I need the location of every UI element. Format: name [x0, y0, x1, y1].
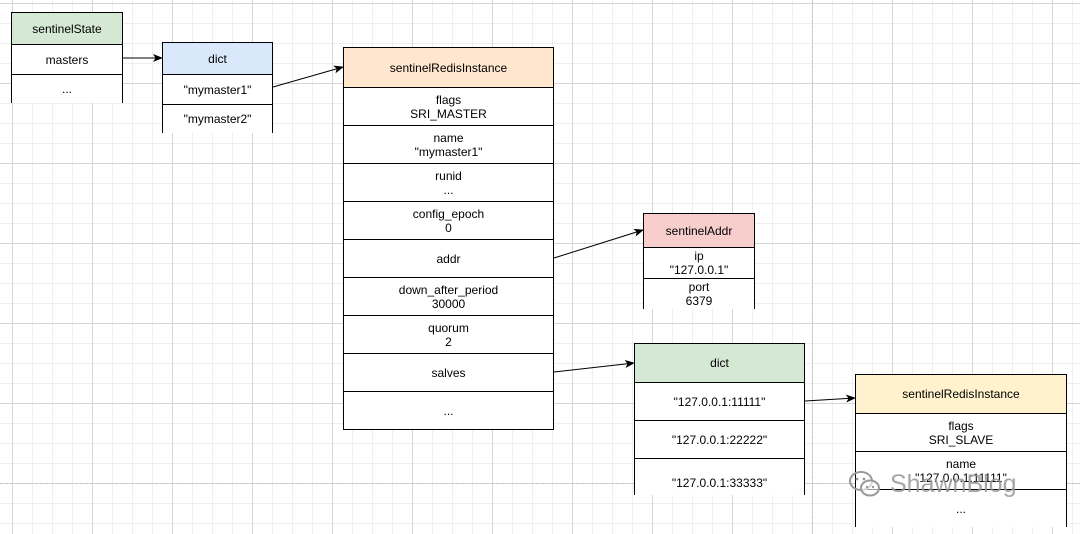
- master-row-runid: runid ...: [344, 163, 553, 201]
- dict-masters-header: dict: [163, 43, 272, 74]
- canvas-guide-horizontal: [0, 483, 1080, 484]
- field-value: "127.0.0.1:11111": [915, 470, 1007, 485]
- field-label: masters: [45, 52, 89, 67]
- field-label: addr: [436, 251, 461, 266]
- master-row-flags: flags SRI_MASTER: [344, 87, 553, 125]
- arrow-mymaster1-to-instance: [272, 65, 344, 88]
- dict-slaves-node[interactable]: dict "127.0.0.1:11111" "127.0.0.1:22222"…: [634, 343, 805, 495]
- master-instance-node[interactable]: sentinelRedisInstance flags SRI_MASTER n…: [343, 47, 554, 430]
- wechat-icon: [849, 471, 880, 497]
- sentinel-addr-title: sentinelAddr: [665, 223, 733, 238]
- addr-row-port: port 6379: [644, 278, 754, 309]
- field-label: port: [688, 280, 710, 294]
- field-label: quorum: [428, 320, 469, 335]
- field-label: config_epoch: [412, 206, 485, 221]
- dict-key: "mymaster1": [183, 82, 252, 97]
- watermark: ShawnBlog: [848, 464, 1058, 504]
- dict-masters-title: dict: [208, 51, 227, 66]
- master-row-config-epoch: config_epoch 0: [344, 201, 553, 239]
- slave-row-ellipsis: ...: [856, 489, 1066, 527]
- dict-slaves-row-33333: "127.0.0.1:33333": [635, 458, 804, 495]
- arrow-salves-to-dict: [553, 360, 635, 373]
- master-row-name: name "mymaster1": [344, 125, 553, 163]
- sentinel-state-node[interactable]: sentinelState masters ...: [11, 12, 123, 103]
- sentinel-state-row-masters: masters: [12, 44, 122, 74]
- slave-row-name: name "127.0.0.1:11111": [856, 451, 1066, 489]
- dict-slaves-row-22222: "127.0.0.1:22222": [635, 420, 804, 458]
- master-row-addr: addr: [344, 239, 553, 277]
- arrow-addr-to-sentinel-addr: [553, 228, 644, 259]
- sentinel-addr-header: sentinelAddr: [644, 214, 754, 247]
- sentinel-state-title: sentinelState: [32, 21, 102, 36]
- master-instance-title: sentinelRedisInstance: [389, 60, 508, 75]
- sentinel-state-row-ellipsis: ...: [12, 74, 122, 103]
- slave-instance-node[interactable]: sentinelRedisInstance flags SRI_SLAVE na…: [855, 374, 1067, 527]
- dict-masters-node[interactable]: dict "mymaster1" "mymaster2": [162, 42, 273, 133]
- dict-key: "mymaster2": [183, 112, 252, 126]
- field-value: SRI_MASTER: [410, 106, 487, 121]
- dict-slaves-title: dict: [710, 356, 729, 370]
- field-value: ...: [443, 182, 454, 197]
- field-label: name: [433, 130, 464, 145]
- sentinel-state-header: sentinelState: [12, 13, 122, 44]
- dict-masters-row-mymaster2: "mymaster2": [163, 104, 272, 133]
- canvas-guide-vertical: [812, 0, 813, 534]
- master-row-salves: salves: [344, 353, 553, 391]
- dict-key: "127.0.0.1:22222": [671, 432, 768, 447]
- addr-row-ip: ip "127.0.0.1": [644, 247, 754, 278]
- field-label: salves: [431, 365, 466, 380]
- field-value: "mymaster1": [414, 144, 483, 159]
- field-value: 30000: [431, 296, 466, 311]
- field-label: ip: [694, 249, 704, 263]
- slave-instance-header: sentinelRedisInstance: [856, 375, 1066, 413]
- dict-slaves-header: dict: [635, 344, 804, 382]
- field-value: "127.0.0.1": [669, 263, 729, 277]
- master-instance-header: sentinelRedisInstance: [344, 48, 553, 87]
- dict-masters-row-mymaster1: "mymaster1": [163, 74, 272, 104]
- field-label: ...: [955, 501, 966, 516]
- field-value: 2: [445, 334, 452, 349]
- dict-key: "127.0.0.1:11111": [673, 394, 766, 409]
- master-row-quorum: quorum 2: [344, 315, 553, 353]
- field-label: down_after_period: [398, 282, 499, 297]
- field-value: SRI_SLAVE: [928, 432, 994, 447]
- field-value: 0: [445, 220, 452, 235]
- field-label: flags: [435, 92, 462, 107]
- master-row-down-after-period: down_after_period 30000: [344, 277, 553, 315]
- master-row-ellipsis: ...: [344, 391, 553, 429]
- dict-slaves-row-11111: "127.0.0.1:11111": [635, 382, 804, 420]
- slave-instance-title: sentinelRedisInstance: [902, 387, 1020, 401]
- field-label: ...: [443, 403, 454, 418]
- field-label: runid: [435, 168, 462, 183]
- field-label: flags: [948, 418, 974, 433]
- field-value: 6379: [685, 294, 713, 308]
- dict-key: "127.0.0.1:33333": [671, 476, 768, 490]
- watermark-text: ShawnBlog: [890, 469, 1017, 498]
- slave-row-flags: flags SRI_SLAVE: [856, 413, 1066, 451]
- field-label: name: [945, 456, 977, 471]
- sentinel-addr-node[interactable]: sentinelAddr ip "127.0.0.1" port 6379: [643, 213, 755, 309]
- field-label: ...: [61, 82, 72, 96]
